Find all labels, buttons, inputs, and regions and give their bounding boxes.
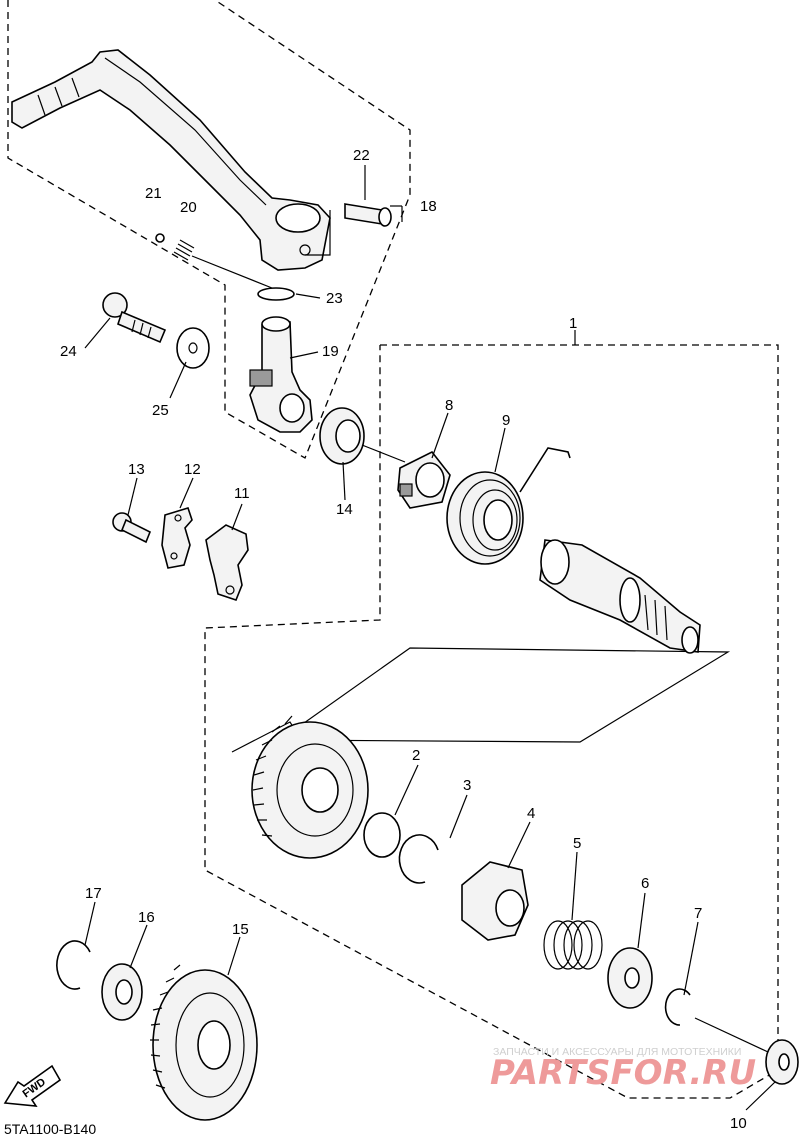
kick-shaft-assembly-outline bbox=[204, 344, 779, 1099]
ratchet-wheel bbox=[461, 861, 529, 941]
callout-18: 18 bbox=[420, 198, 437, 215]
callout-10: 10 bbox=[730, 1115, 747, 1132]
circlip-17 bbox=[56, 940, 91, 990]
kick-gear bbox=[251, 715, 369, 859]
callout-23: 23 bbox=[326, 290, 343, 307]
callout-13: 13 bbox=[128, 461, 145, 478]
detent-spring bbox=[173, 239, 195, 261]
callout-2: 2 bbox=[412, 747, 420, 764]
callout-22: 22 bbox=[353, 147, 370, 164]
ratchet-guide-bolt bbox=[112, 512, 152, 544]
callout-1: 1 bbox=[569, 315, 577, 332]
callout-25: 25 bbox=[152, 402, 169, 419]
leader-axis-10 bbox=[694, 1017, 769, 1053]
callout-17: 17 bbox=[85, 885, 102, 902]
kick-lever-group-outline bbox=[7, 0, 411, 459]
shaft-washer bbox=[765, 1039, 799, 1085]
callout-6: 6 bbox=[641, 875, 649, 892]
kick-crank-lever bbox=[11, 49, 331, 271]
callout-11: 11 bbox=[234, 485, 250, 502]
flange-bolt bbox=[102, 292, 167, 344]
plain-washer bbox=[176, 327, 210, 369]
fwd-direction-arrow: FWD bbox=[3, 1064, 62, 1107]
callout-7: 7 bbox=[694, 905, 702, 922]
oil-seal bbox=[319, 407, 365, 465]
watermark: ЗАПЧАСТИ И АКСЕССУАРЫ ДЛЯ МОТОТЕХНИКИ PA… bbox=[490, 1046, 756, 1093]
o-ring bbox=[257, 287, 295, 301]
leader-spring-20 bbox=[191, 255, 273, 289]
kick-boss bbox=[249, 316, 313, 433]
callout-8: 8 bbox=[445, 397, 453, 414]
circlip-7 bbox=[664, 988, 691, 1026]
circlip-3 bbox=[398, 834, 439, 884]
leader-bolt-22 bbox=[305, 210, 331, 256]
callout-5: 5 bbox=[573, 835, 581, 852]
ratchet-guide-pawl bbox=[205, 524, 249, 601]
spring-washer bbox=[607, 947, 653, 1009]
idler-gear-washer bbox=[101, 963, 143, 1021]
spring-guide bbox=[397, 450, 451, 509]
callout-leaders bbox=[84, 165, 776, 1111]
callout-24: 24 bbox=[60, 343, 77, 360]
steel-ball bbox=[155, 233, 165, 243]
torsion-spring bbox=[446, 447, 571, 565]
callout-4: 4 bbox=[527, 805, 535, 822]
gear-washer bbox=[363, 812, 401, 858]
callout-numbers: 1 2 3 4 5 6 7 8 9 10 11 12 13 14 15 16 1… bbox=[60, 147, 747, 1132]
stopper-plate bbox=[161, 507, 193, 569]
callout-16: 16 bbox=[138, 909, 155, 926]
callout-19: 19 bbox=[322, 343, 339, 360]
watermark-brand: PARTSFOR.RU bbox=[490, 1053, 756, 1093]
callout-20: 20 bbox=[180, 199, 197, 216]
kick-idle-gear bbox=[150, 964, 258, 1121]
callout-21: 21 bbox=[145, 185, 162, 202]
callout-9: 9 bbox=[502, 412, 510, 429]
diagram-code: 5TA1100-B140 bbox=[4, 1121, 96, 1137]
callout-12: 12 bbox=[184, 461, 201, 478]
shaft-reference-outline bbox=[278, 647, 731, 743]
watermark-tagline: ЗАПЧАСТИ И АКСЕССУАРЫ ДЛЯ МОТОТЕХНИКИ bbox=[493, 1046, 741, 1058]
callout-15: 15 bbox=[232, 921, 249, 938]
compression-spring bbox=[543, 920, 603, 970]
callout-3: 3 bbox=[463, 777, 471, 794]
kick-lever-bolt bbox=[344, 203, 392, 227]
callout-14: 14 bbox=[336, 501, 353, 518]
kick-shaft bbox=[539, 539, 701, 654]
shaft-axis-line bbox=[361, 444, 406, 463]
